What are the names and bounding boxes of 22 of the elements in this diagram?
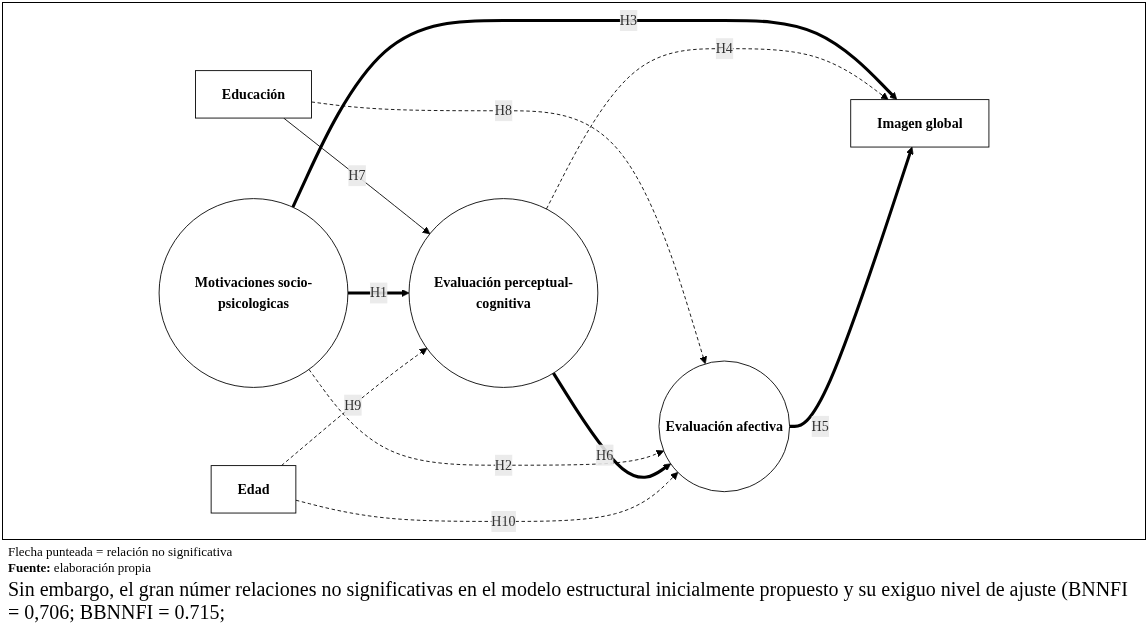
edge-label: H6 (595, 447, 614, 463)
node-circle: Evaluación perceptual-cognitiva (408, 198, 599, 388)
edge-label: H7 (348, 167, 366, 183)
node-circle: Motivaciones socio-psicologicas (158, 198, 349, 388)
edge-label: H3 (619, 12, 637, 28)
edge-label: H8 (494, 102, 513, 118)
node-box: Imagen global (850, 99, 990, 148)
edge-label: H5 (811, 418, 829, 434)
edge-label: H9 (344, 397, 362, 413)
arrow (789, 146, 914, 428)
body-paragraph: Sin embargo, el gran númer relaciones no significativas en el modelo estructural inicialmente propuesto y su exiguo nivel de ajuste (BNNFI = 0,706; BBNNFI = 0.715; (8, 578, 1129, 624)
arrow (552, 372, 672, 479)
node-box: Edad (210, 465, 297, 514)
edge-label: H10 (491, 513, 516, 529)
edge-label: H2 (494, 457, 513, 473)
node-circle: Evaluación afectiva (658, 360, 791, 493)
edge-label: H4 (715, 40, 733, 56)
figure-note: Fuente: elaboración propia (8, 560, 152, 576)
edge-label: H1 (369, 285, 388, 301)
arrow (347, 289, 410, 297)
node-box: Educación (195, 70, 312, 119)
figure-note: Flecha punteada = relación no significativa (8, 544, 234, 560)
